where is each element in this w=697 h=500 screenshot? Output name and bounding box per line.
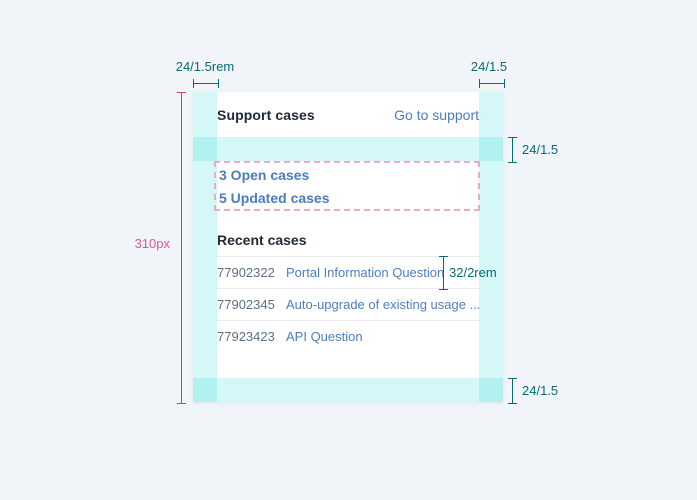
card-title: Support cases xyxy=(217,106,315,123)
measure-bracket-right-padding xyxy=(479,79,505,88)
measure-label-left-padding: 24/1.5rem xyxy=(175,59,235,74)
spacing-overlay-top xyxy=(193,137,503,161)
case-id: 77923423 xyxy=(217,329,275,344)
measure-label-card-height: 310px xyxy=(134,236,170,251)
case-row[interactable]: 77902345 Auto-upgrade of existing usage … xyxy=(217,288,481,320)
summary-highlight-box: 3 Open cases 5 Updated cases xyxy=(214,161,480,211)
measure-line-card-height xyxy=(177,92,186,404)
support-cases-card: Support cases Go to support 3 Open cases… xyxy=(193,92,503,402)
open-cases-link[interactable]: 3 Open cases xyxy=(219,167,310,183)
spacing-overlay-right xyxy=(479,92,503,402)
measure-label-header-gap: 24/1.5 xyxy=(522,142,559,157)
measure-bracket-header-gap xyxy=(508,137,517,163)
measure-label-bottom-padding: 24/1.5 xyxy=(522,383,559,398)
updated-cases-link[interactable]: 5 Updated cases xyxy=(219,190,330,206)
case-row[interactable]: 77902322 Portal Information Question xyxy=(217,256,479,288)
spacing-overlay-bottom xyxy=(193,378,503,402)
measure-bracket-bottom-padding xyxy=(508,378,517,404)
go-to-support-link[interactable]: Go to support xyxy=(394,106,479,123)
case-title-link[interactable]: Portal Information Question xyxy=(286,265,445,280)
measure-label-right-padding: 24/1.5 xyxy=(470,59,508,74)
case-title-link[interactable]: Auto-upgrade of existing usage ... xyxy=(286,297,481,312)
measure-label-row-height: 32/2rem xyxy=(449,265,497,280)
recent-cases-list: 77902322 Portal Information Question 779… xyxy=(217,256,481,352)
case-id: 77902322 xyxy=(217,265,275,280)
case-row[interactable]: 77923423 API Question xyxy=(217,320,479,352)
case-id: 77902345 xyxy=(217,297,275,312)
case-title-link[interactable]: API Question xyxy=(286,329,363,344)
card-header: Support cases Go to support xyxy=(217,92,479,137)
measure-bracket-left-padding xyxy=(193,79,219,88)
recent-cases-heading: Recent cases xyxy=(217,232,307,248)
measure-bracket-row-height xyxy=(439,256,448,290)
spacing-overlay-left xyxy=(193,92,217,402)
